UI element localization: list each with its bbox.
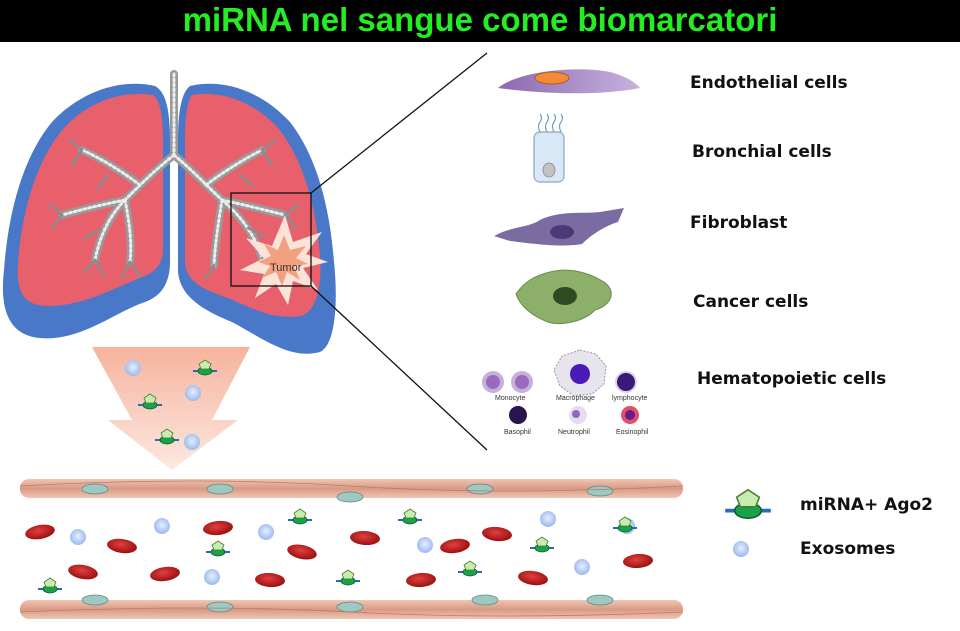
endothelial-cell-icon [498,69,640,94]
fibroblast-icon [494,208,624,246]
mirna-ago2-complex [458,560,482,577]
page-title: miRNA nel sangue come biomarcatori [182,1,778,38]
legend-mirna-icon [725,488,771,519]
red-blood-cell [203,520,233,536]
bronchial-cell-icon [533,113,565,183]
red-blood-cells [25,520,653,588]
red-blood-cell [482,526,512,542]
mirna-ago2-complex [613,516,637,533]
exosome [125,360,141,376]
blood-cell-label: Macrophage [556,395,595,402]
red-blood-cell [623,553,653,569]
legend-mirna-label: miRNA+ Ago2 [800,495,934,515]
exosome [540,511,556,527]
cancer-cell-icon [515,269,612,324]
mirna-ago2-complex [193,359,217,376]
exosome [574,559,590,575]
red-blood-cell [518,570,548,586]
mirna-ago2-complex [530,536,554,553]
red-blood-cell [107,538,137,554]
exosome [417,537,433,553]
red-blood-cell [255,572,285,588]
red-blood-cell [150,566,180,582]
label-bronchial: Bronchial cells [692,142,832,162]
blood-cell-label: Neutrophil [558,429,590,436]
blood-cell-label: Basophil [504,429,531,436]
exosome [154,518,170,534]
blood-vessel [19,479,684,619]
mirna-ago2-complex [138,393,162,410]
exosome [184,434,200,450]
label-cancer: Cancer cells [693,292,809,312]
exosome [258,524,274,540]
exosome [185,385,201,401]
mirna-ago2-complex [398,508,422,525]
label-endothelial: Endothelial cells [690,73,848,93]
red-blood-cell [25,524,55,540]
mirna-ago2-complex [206,540,230,557]
tumor-label: Tumor [270,262,302,274]
zoom-indicator [230,52,488,451]
funnel [92,347,250,470]
mirna-complexes [38,359,637,594]
exosome [70,529,86,545]
blood-cell-label: Monocyte [495,395,525,402]
blood-cell-label: Eosinophil [616,429,649,436]
mirna-ago2-complex [38,577,62,594]
mirna-ago2-complex [336,569,360,586]
hematopoietic-cells-icon: Monocyte Macrophage lymphocyte Basophil … [482,349,649,436]
tumor: Tumor [240,215,328,305]
legend-exosome-icon [733,541,749,557]
legend-exosomes-label: Exosomes [800,539,896,559]
title-bar [0,0,960,42]
red-blood-cell [406,572,436,588]
mirna-ago2-complex [725,488,771,519]
label-fibroblast: Fibroblast [690,213,788,233]
label-hematopoietic: Hematopoietic cells [697,369,887,389]
exosome [204,569,220,585]
blood-cell-label: lymphocyte [612,395,648,402]
red-blood-cell [350,530,380,546]
red-blood-cell [440,538,470,554]
mirna-ago2-complex [155,428,179,445]
red-blood-cell [287,544,317,560]
mirna-ago2-complex [288,508,312,525]
diagram-canvas: Tumor Monocyte Macrophage lym [2,52,771,619]
red-blood-cell [68,564,98,580]
